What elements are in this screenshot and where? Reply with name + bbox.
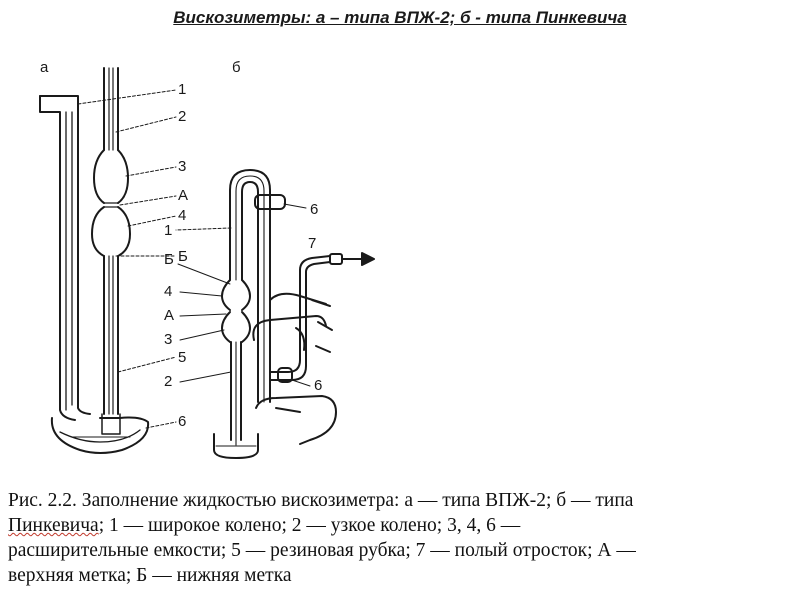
- viscometer-b: [175, 169, 375, 459]
- label-b-2: 2: [164, 373, 172, 390]
- caption-line-2: Пинкевича; 1 — широкое колено; 2 — узкое…: [8, 513, 792, 538]
- label-a-1: 1: [178, 81, 186, 98]
- label-a-lower-mark: Б: [178, 248, 188, 265]
- label-b-upper-mark: А: [164, 307, 174, 324]
- label-b-1: 1: [164, 222, 172, 239]
- label-b-6-bottom: 6: [314, 377, 322, 394]
- caption-line-3: расширительные емкости; 5 — резиновая ру…: [8, 540, 636, 561]
- label-b-6-top: 6: [310, 201, 318, 218]
- label-a-6: 6: [178, 413, 186, 430]
- label-b-lower-mark: Б: [164, 251, 174, 268]
- caption-pinkevich: Пинкевича: [8, 515, 99, 536]
- caption-line-2-rest: ; 1 — широкое колено; 2 — узкое колено; …: [98, 515, 521, 536]
- label-a-2: 2: [178, 108, 186, 125]
- label-a-upper-mark: А: [178, 187, 188, 204]
- label-b-7: 7: [308, 235, 316, 252]
- label-a-3: 3: [178, 158, 186, 175]
- viscometer-a: [39, 67, 177, 454]
- label-b-3: 3: [164, 331, 172, 348]
- label-b-4: 4: [164, 283, 172, 300]
- viscometer-diagram: а 1 2 3 А 4 Б 5 6 б 6 1 7 Б 4 А 3 2 6: [39, 59, 375, 459]
- page-title: Вискозиметры: а – типа ВПЖ-2; б - типа П…: [173, 8, 627, 27]
- panel-label-b: б: [232, 59, 241, 76]
- figure-caption: Рис. 2.2. Заполнение жидкостью вискозиме…: [8, 488, 792, 588]
- label-a-4: 4: [178, 207, 186, 224]
- panel-label-a: а: [40, 59, 49, 76]
- label-a-5: 5: [178, 349, 186, 366]
- caption-line-4: верхняя метка; Б — нижняя метка: [8, 565, 292, 586]
- caption-line-1: Рис. 2.2. Заполнение жидкостью вискозиме…: [8, 490, 634, 511]
